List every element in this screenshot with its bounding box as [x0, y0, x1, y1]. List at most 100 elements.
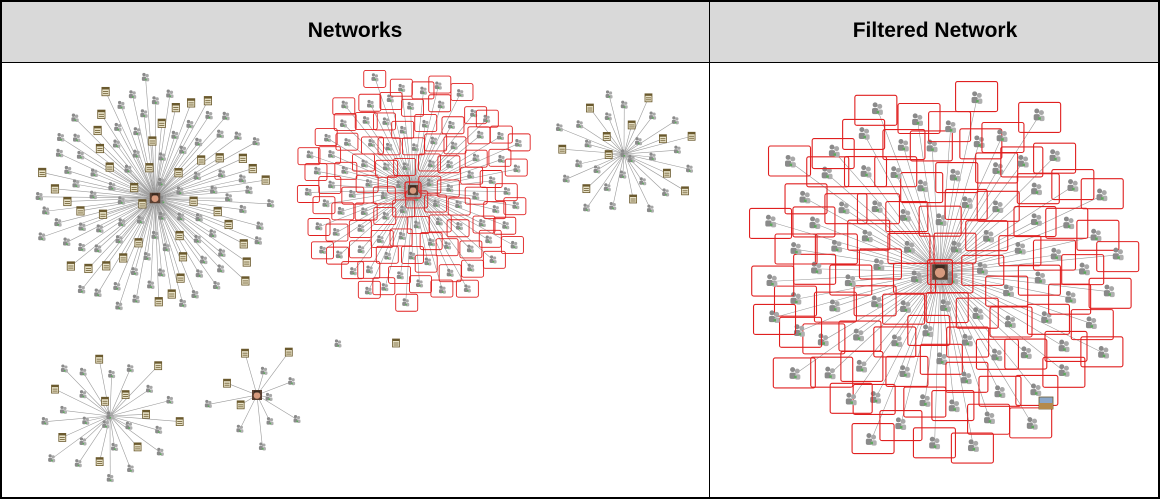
- person-icon: [108, 182, 116, 191]
- person-icon: [434, 81, 442, 90]
- person-icon: [871, 295, 882, 309]
- person-icon: [455, 221, 463, 231]
- table-border-left: [0, 0, 2, 499]
- edge: [826, 173, 941, 273]
- leaf-node: [461, 259, 485, 278]
- edge: [365, 120, 414, 191]
- leaf-node: [210, 185, 218, 194]
- highlight-box: [392, 199, 416, 218]
- person-icon: [157, 268, 166, 277]
- leaf-node: [157, 177, 166, 187]
- person-icon: [362, 116, 370, 125]
- edge: [896, 271, 941, 342]
- highlight-box: [824, 193, 868, 225]
- person-icon: [335, 250, 343, 259]
- leaf-node: [639, 177, 647, 186]
- building-icon: [58, 433, 67, 442]
- leaf-node: [84, 263, 93, 274]
- person-icon: [605, 90, 613, 99]
- leaf-node: [955, 297, 999, 329]
- leaf-node: [101, 396, 109, 406]
- leaf-node: [840, 350, 884, 382]
- leaf-node: [314, 128, 338, 146]
- highlight-box: [955, 297, 999, 329]
- building-icon: [582, 184, 591, 194]
- person-icon: [210, 185, 218, 194]
- highlight-box: [1016, 173, 1060, 205]
- highlight-box: [897, 102, 941, 135]
- leaf-node: [254, 236, 262, 245]
- edge: [412, 189, 515, 246]
- person-icon: [444, 241, 452, 250]
- person-icon: [1065, 290, 1077, 304]
- person-icon: [1058, 364, 1070, 377]
- leaf-node: [635, 137, 643, 146]
- leaf-node: [115, 235, 123, 244]
- building-icon: [215, 153, 224, 163]
- leaf-node: [121, 390, 130, 399]
- leaf-node: [60, 364, 68, 373]
- leaf-node: [605, 90, 613, 99]
- leaf-node: [349, 240, 372, 259]
- person-icon: [1034, 271, 1046, 285]
- edge: [109, 415, 159, 431]
- person-icon: [136, 215, 145, 225]
- highlight-box: [441, 116, 465, 135]
- leaf-node: [1042, 356, 1086, 388]
- building-icon: [242, 257, 251, 267]
- leaf-node: [261, 175, 270, 185]
- highlight-box: [409, 275, 433, 294]
- building-icon: [203, 96, 213, 106]
- leaf-node: [1088, 277, 1132, 309]
- person-icon: [686, 164, 694, 173]
- leaf-node: [576, 120, 584, 129]
- person-icon: [304, 187, 312, 196]
- edge: [412, 119, 487, 191]
- person-icon: [106, 411, 114, 420]
- leaf-node: [673, 145, 681, 154]
- person-icon: [140, 109, 148, 118]
- leaf-node: [266, 199, 275, 208]
- person-icon: [111, 442, 119, 451]
- person-icon: [319, 245, 327, 254]
- highlight-box: [806, 156, 850, 188]
- leaf-node: [213, 206, 222, 217]
- person-icon: [179, 145, 187, 155]
- edge: [401, 88, 414, 191]
- leaf-node: [76, 150, 85, 160]
- person-icon: [156, 447, 164, 456]
- highlight-box: [946, 326, 990, 358]
- leaf-node: [1080, 336, 1124, 368]
- leaf-node: [112, 139, 121, 149]
- person-icon: [239, 204, 247, 214]
- leaf-node: [79, 437, 87, 446]
- building-icon: [133, 442, 142, 452]
- person-icon: [1079, 262, 1090, 276]
- person-icon: [940, 299, 951, 312]
- column-divider: [709, 0, 710, 499]
- highlight-box: [372, 186, 396, 205]
- person-icon: [413, 220, 421, 229]
- edge: [154, 197, 217, 287]
- building-icon: [627, 120, 636, 130]
- leaf-node: [897, 102, 941, 135]
- edge: [42, 172, 156, 199]
- building-icon: [644, 93, 653, 103]
- person-icon: [478, 218, 486, 228]
- person-icon: [384, 251, 392, 260]
- person-icon: [258, 442, 266, 451]
- highlight-box: [1033, 142, 1077, 174]
- leaf-node: [357, 260, 381, 279]
- leaf-node: [646, 204, 654, 213]
- edge: [939, 271, 1092, 324]
- person-icon: [171, 130, 179, 140]
- edge: [239, 394, 258, 430]
- leaf-node: [686, 164, 694, 173]
- edge: [101, 114, 156, 199]
- edge: [623, 135, 692, 155]
- edge: [589, 107, 625, 155]
- person-icon: [497, 131, 505, 141]
- person-icon: [78, 222, 86, 232]
- person-icon: [398, 83, 406, 92]
- building-icon: [238, 153, 247, 163]
